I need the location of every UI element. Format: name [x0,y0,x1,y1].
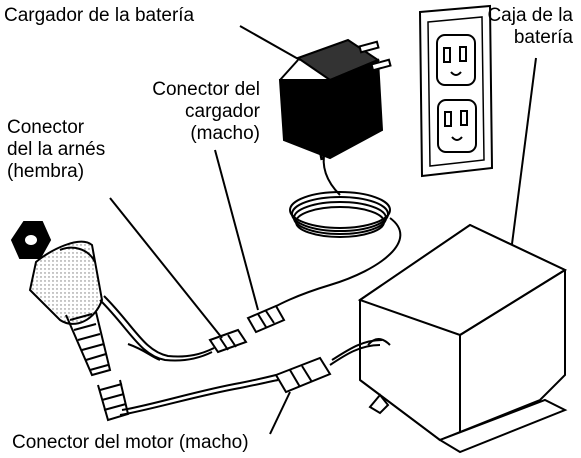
label-charger-connector-line2: cargador [185,101,260,122]
charger-connector-male [246,304,286,334]
leader-charger-connector [214,149,259,311]
label-motor-connector: Conector del motor (macho) [12,432,249,453]
label-harness-connector-line1: Conector [7,117,85,138]
charger-cable-coil [261,149,402,316]
harness-cables [99,295,383,416]
label-battery-box-line2: batería [513,27,573,48]
label-harness-connector: Conector del la arnés (hembra) [7,117,105,183]
leader-battery-charger [239,25,301,61]
leader-lines [109,25,537,435]
leader-motor-connector [269,391,291,435]
leader-harness-connector [109,197,223,339]
trolling-motor [10,221,130,422]
label-charger-connector-line3: (macho) [190,123,260,144]
label-battery-box-line1: Caja de la [487,5,573,26]
label-charger-connector-line1: Conector del [152,79,260,100]
label-battery-charger: Cargador de la batería [4,5,195,26]
label-battery-box: Caja de la batería [465,5,573,49]
label-harness-connector-line2: del la arnés [7,139,106,160]
label-harness-connector-line3: (hembra) [7,161,85,182]
motor-connector-male [274,356,332,394]
label-charger-connector: Conector del cargador (macho) [115,79,260,145]
wall-outlet [418,4,494,178]
leader-battery-box [511,57,537,245]
battery-charger-unit [278,38,392,161]
harness-connector-female [208,328,248,354]
battery-box [357,223,568,454]
